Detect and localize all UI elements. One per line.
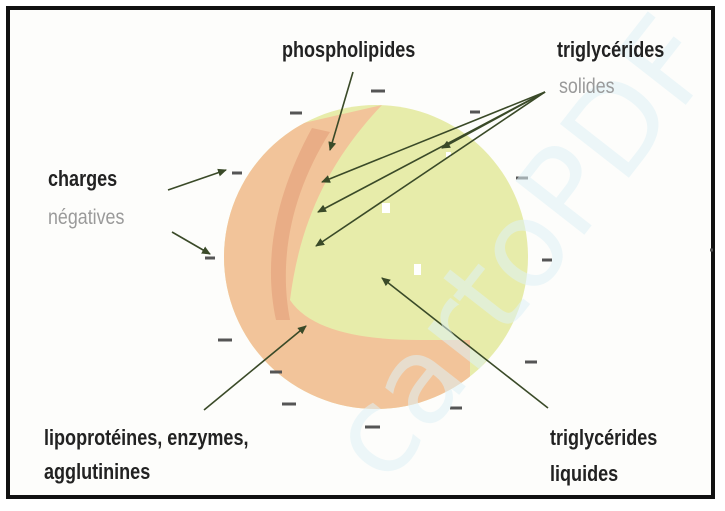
label-phospholipids: phospholipides <box>282 36 415 64</box>
speck <box>382 203 390 213</box>
label-triglycerides-solid-sub: solides <box>559 74 615 100</box>
label-negative-charges-sub: négatives <box>48 205 124 231</box>
label-triglycerides-liquid: triglycérides <box>550 424 657 452</box>
label-lipoproteins-line2: agglutinines <box>44 458 150 486</box>
label-lipoproteins-line1: lipoprotéines, enzymes, <box>44 424 249 452</box>
arrow-solid-4 <box>442 92 545 148</box>
arrow-charges-1 <box>168 170 226 190</box>
label-triglycerides-solid: triglycérides <box>557 36 664 64</box>
arrow-charges-2 <box>172 232 210 254</box>
label-negative-charges: charges <box>48 165 117 193</box>
label-triglycerides-liquid-sub: liquides <box>550 460 618 488</box>
speck <box>414 264 421 275</box>
